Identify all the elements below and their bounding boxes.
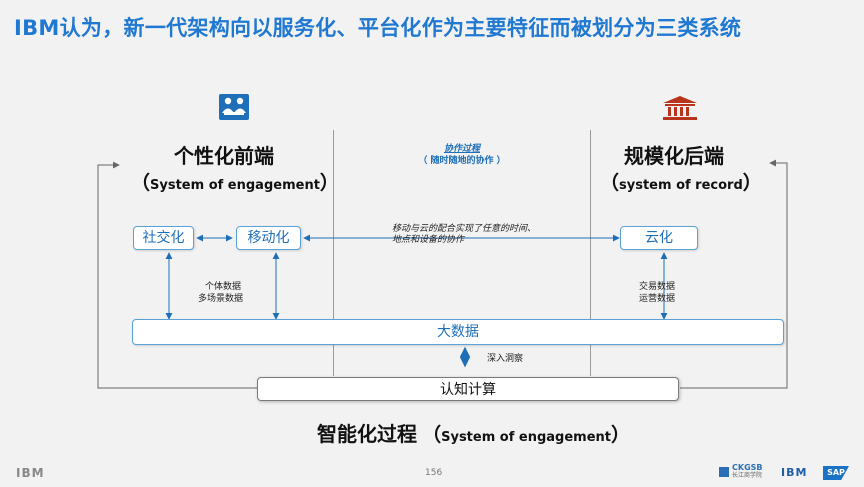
ckgsb-logo: CKGSB 长江商学院 [719, 464, 763, 480]
ckgsb-square-icon [719, 467, 729, 477]
node-social: 社交化 [133, 226, 194, 250]
bottom-heading: 智能化过程 [317, 422, 417, 446]
footer-ibm-logo-left: IBM [16, 466, 45, 480]
bottom-subtitle: （System of engagement） [422, 424, 630, 446]
left-heading: 个性化前端 [174, 144, 274, 168]
right-subtitle: （system of record） [600, 168, 762, 195]
right-data-note-2: 运营数据 [639, 294, 676, 304]
open-paren: （ [422, 424, 442, 446]
open-paren: （ [600, 172, 620, 194]
deep-insight-label: 深入洞察 [487, 354, 524, 364]
left-subtitle-text: System of engagement [150, 178, 320, 193]
link-note-1: 移动与云的配合实现了任意的时间、 [392, 224, 537, 234]
left-data-note-2: 多场景数据 [198, 294, 244, 304]
node-mobile: 移动化 [236, 226, 301, 250]
right-divider [590, 130, 591, 376]
left-divider [333, 130, 334, 376]
collab-subtitle: （ 随时随地的协作 ） [418, 156, 506, 166]
people-icon [219, 94, 249, 120]
close-paren: ） [611, 424, 631, 446]
close-paren: ） [319, 172, 339, 194]
ckgsb-logo-text: CKGSB [732, 463, 763, 472]
right-data-note-1: 交易数据 [639, 282, 676, 292]
left-data-note-1: 个体数据 [205, 282, 242, 292]
bigdata-bar: 大数据 [132, 319, 784, 345]
right-heading: 规模化后端 [624, 144, 724, 168]
page-number: 156 [425, 468, 443, 478]
left-subtitle: （System of engagement） [131, 168, 339, 195]
node-cloud: 云化 [620, 226, 698, 250]
right-subtitle-text: system of record [619, 178, 743, 193]
link-note-2: 地点和设备的协作 [392, 235, 465, 245]
bottom-heading-row: 智能化过程 （System of engagement） [317, 418, 630, 447]
collab-title: 协作过程 [443, 144, 480, 154]
footer-ibm-logo-right: IBM [781, 466, 808, 479]
ckgsb-logo-subtext: 长江商学院 [732, 472, 763, 479]
building-icon [662, 96, 698, 120]
page-title: IBM认为，新一代架构向以服务化、平台化作为主要特征而被划分为三类系统 [14, 16, 742, 40]
cognitive-bar: 认知计算 [257, 377, 679, 401]
close-paren: ） [742, 172, 762, 194]
sap-logo: SAP [823, 466, 849, 480]
open-paren: （ [131, 172, 151, 194]
bottom-subtitle-text: System of engagement [441, 430, 612, 445]
